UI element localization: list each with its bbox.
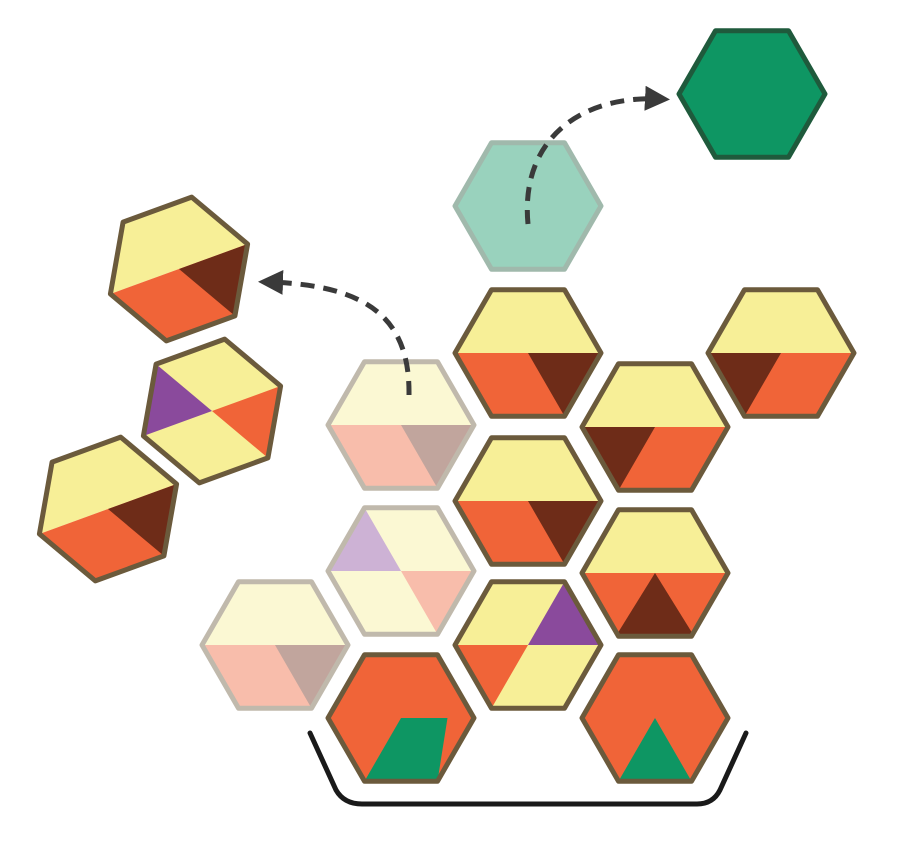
- board-tile-col3-r2-segment-brown: [615, 573, 695, 637]
- removed-tile-top-left-segment-yellow: [110, 197, 248, 294]
- ghost-tile-purple-segment-orange: [401, 571, 474, 635]
- ghost-tile-origin-left-segment-orange: [328, 425, 474, 489]
- ghost-tile-purple-segment-yellow: [328, 507, 474, 635]
- board-tile-col2-r1-segment-brown: [528, 353, 601, 417]
- board-tile-col2-r2-segment-yellow: [455, 437, 601, 501]
- board-tile-purple-right-outline: [452, 579, 604, 711]
- removed-tile-middle-left: [140, 336, 284, 486]
- removed-tile-middle-left-outline: [140, 336, 284, 486]
- board-tile-purple-right[interactable]: [452, 579, 604, 711]
- ghost-tile-bottom-left-segment-yellow: [202, 581, 348, 645]
- board-tile-col3-r2[interactable]: [579, 507, 731, 639]
- removed-tile-middle-left-segment-purple: [143, 364, 212, 436]
- ghost-tile-bottom-left-outline: [199, 579, 351, 711]
- arrows-layer: [258, 85, 670, 396]
- ghost-tile-green-segment-green: [455, 142, 601, 270]
- ghost-tile-purple-segment-purple: [328, 507, 401, 571]
- tray-tile-left[interactable]: [325, 652, 477, 784]
- board-tile-col2-r1-outline: [452, 287, 604, 419]
- board-tile-col2-r2[interactable]: [452, 435, 604, 567]
- tray-tile-right-outline: [579, 652, 731, 784]
- board-tile-col3-r2-outline: [579, 507, 731, 639]
- board-tile-col3-r1-segment-yellow: [582, 363, 728, 427]
- board-tile-col4-r1-segment-brown: [708, 353, 781, 417]
- tile-tray: [307, 730, 749, 807]
- removed-tile-green-outline: [676, 28, 828, 160]
- ghost-tile-bottom-left-segment-orange: [202, 645, 348, 709]
- board-tile-col2-r2-segment-brown: [528, 501, 601, 565]
- board-tile-col3-r1[interactable]: [579, 361, 731, 493]
- tray-tile-right[interactable]: [579, 652, 731, 784]
- board-tile-col2-r1-segment-yellow: [455, 289, 601, 353]
- removed-tile-top-left-segment-brown: [179, 244, 248, 316]
- ghost-tile-bottom-left-segment-brown: [275, 645, 348, 709]
- tray-tile-left-segment-green: [364, 718, 448, 782]
- move-arrow-green: [524, 85, 670, 225]
- tiles-layer: [36, 28, 857, 784]
- ghost-tile-green: [452, 140, 604, 272]
- removed-tile-bottom-left-outline: [36, 434, 180, 584]
- tray-tile-left-outline: [325, 652, 477, 784]
- board-tile-col3-r1-segment-brown: [582, 427, 655, 491]
- board-tile-col2-r2-outline: [452, 435, 604, 567]
- removed-tile-middle-left-segment-orange: [212, 386, 281, 458]
- removed-tile-bottom-left: [36, 434, 180, 584]
- tray-layer: [307, 730, 749, 807]
- board-tile-col4-r1[interactable]: [705, 287, 857, 419]
- ghost-tile-origin-left-segment-brown: [401, 425, 474, 489]
- removed-tile-bottom-left-segment-yellow: [39, 437, 177, 534]
- removed-tile-green: [676, 28, 828, 160]
- ghost-tile-purple-outline: [325, 505, 477, 637]
- removed-tile-top-left-outline: [107, 194, 251, 344]
- board-tile-col2-r1[interactable]: [452, 287, 604, 419]
- move-arrow-left: [258, 269, 412, 396]
- ghost-tile-green-outline: [452, 140, 604, 272]
- removed-tile-bottom-left-segment-brown: [108, 484, 177, 556]
- tray-tile-right-segment-green: [618, 718, 692, 782]
- board-tile-purple-right-segment-orange: [455, 645, 528, 709]
- board-tile-col4-r1-segment-yellow: [708, 289, 854, 353]
- ghost-tile-origin-left-outline: [325, 359, 477, 491]
- ghost-tile-origin-left-segment-yellow: [328, 361, 474, 425]
- ghost-tile-purple: [325, 505, 477, 637]
- ghost-tile-bottom-left: [199, 579, 351, 711]
- ghost-tile-origin-left: [325, 359, 477, 491]
- board-tile-col4-r1-outline: [705, 287, 857, 419]
- removed-tile-top-left: [107, 194, 251, 344]
- board-tile-purple-right-segment-purple: [528, 581, 601, 645]
- removed-tile-green-segment-green: [679, 30, 825, 158]
- board-tile-col3-r1-outline: [579, 361, 731, 493]
- board-tile-col3-r2-segment-yellow: [582, 509, 728, 573]
